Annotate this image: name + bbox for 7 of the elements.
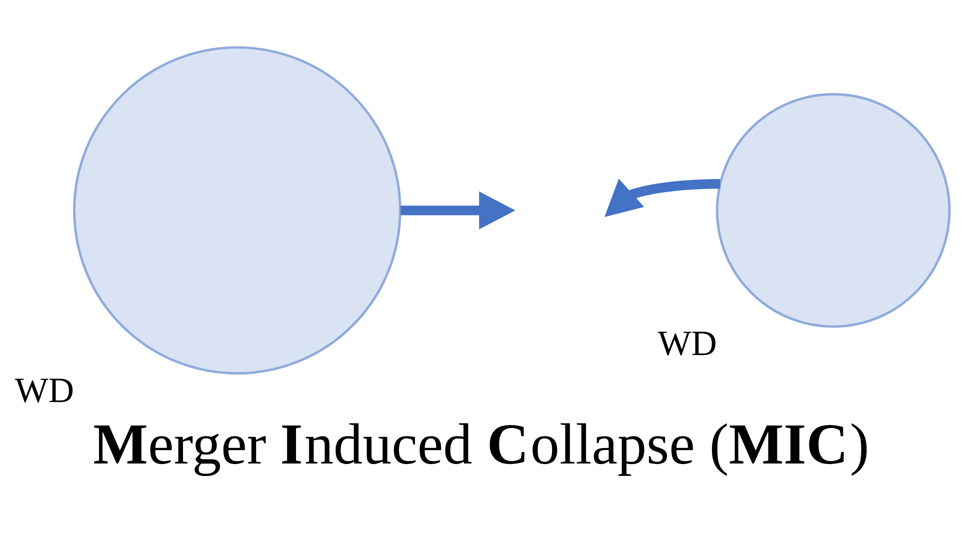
node-circle — [716, 93, 951, 328]
arrow — [604, 178, 720, 217]
arrow — [400, 191, 516, 230]
node-circle — [73, 46, 402, 375]
node-label: WD — [658, 322, 717, 363]
caption: Merger Induced Collapse (MIC) — [93, 411, 870, 476]
node-label: WD — [14, 370, 74, 410]
